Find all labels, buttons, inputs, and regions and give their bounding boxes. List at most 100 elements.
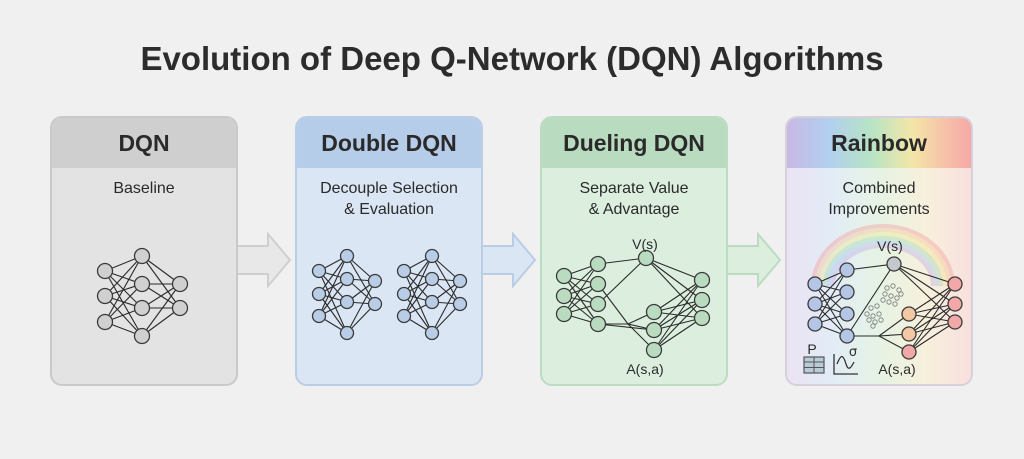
value-label: V(s) (632, 236, 658, 252)
node (424, 271, 440, 287)
description-line: Decouple Selection (320, 180, 458, 197)
node (171, 275, 189, 293)
edge (403, 278, 433, 317)
node (637, 249, 655, 267)
node (96, 262, 114, 280)
distribution-dot (874, 303, 880, 309)
edge (846, 263, 895, 337)
panel-rainbow: Rainbow Combined Improvements V(s) A(s,a… (785, 116, 973, 386)
arrow-right-icon (483, 232, 537, 288)
diagram-title: Evolution of Deep Q-Network (DQN) Algori… (140, 40, 884, 77)
edge (814, 269, 848, 305)
distribution-dot (892, 301, 898, 307)
edge (318, 278, 348, 317)
distribution-dot (864, 311, 870, 317)
edge (141, 283, 181, 337)
edge (597, 283, 629, 325)
edge (431, 280, 461, 334)
distribution-dot (878, 317, 884, 323)
edge (104, 283, 143, 323)
node (96, 287, 114, 305)
node (901, 326, 917, 342)
description-line: Improvements (828, 201, 930, 218)
value-label: V(s) (877, 238, 903, 254)
description-line: Separate Value (579, 180, 689, 197)
node (452, 273, 468, 289)
panel-dqn-title: DQN (52, 118, 236, 168)
node (807, 296, 823, 312)
panel-rainbow-title: Rainbow (787, 118, 971, 168)
distribution-dot (888, 293, 894, 299)
edge (645, 257, 703, 281)
distribution-dot (884, 285, 890, 291)
distribution-dot (896, 287, 902, 293)
node (452, 296, 468, 312)
edge (563, 263, 599, 315)
distribution-dot (868, 305, 874, 311)
edge (814, 269, 848, 325)
edge (653, 317, 703, 331)
node (339, 248, 355, 264)
neural-network-icon (96, 247, 189, 345)
distribution-dot (872, 319, 878, 325)
node (555, 267, 573, 285)
node (589, 255, 607, 273)
node (807, 276, 823, 292)
node (555, 287, 573, 305)
edge (403, 255, 433, 317)
edge (104, 255, 143, 323)
edge (908, 321, 956, 335)
node (645, 341, 663, 359)
node (339, 294, 355, 310)
node (96, 313, 114, 331)
node (947, 296, 963, 312)
node (133, 327, 151, 345)
node (645, 321, 663, 339)
node (311, 286, 327, 302)
node (133, 275, 151, 293)
edge (318, 270, 348, 334)
panel-double-dqn-title: Double DQN (297, 118, 481, 168)
edge (346, 280, 376, 334)
rainbow-arc-icon (811, 224, 955, 287)
node (901, 344, 917, 360)
panel-dqn: DQN Baseline (50, 116, 238, 386)
description-line: Combined (842, 180, 916, 197)
edge (597, 257, 647, 305)
edge (893, 263, 956, 305)
distribution-dot (876, 311, 882, 317)
node (311, 308, 327, 324)
edge (645, 257, 703, 301)
edge (653, 299, 703, 351)
edge (653, 279, 703, 313)
node (839, 328, 855, 344)
node (589, 295, 607, 313)
panel-rainbow-description: Combined Improvements (787, 178, 971, 220)
node (901, 306, 917, 322)
edge (653, 279, 703, 331)
panel-dueling-dqn-title: Dueling DQN (542, 118, 726, 168)
node (555, 305, 573, 323)
edge (908, 313, 956, 323)
neural-network-icon (311, 248, 468, 341)
edge (645, 257, 703, 319)
distribution-dot (890, 283, 896, 289)
node (589, 275, 607, 293)
edge (893, 263, 956, 285)
node (693, 309, 711, 327)
arrow-right-icon (728, 232, 782, 288)
node (396, 308, 412, 324)
priority-table-icon: P (803, 341, 825, 374)
node (171, 299, 189, 317)
panel-dueling-dqn-description: Separate Value & Advantage (542, 178, 726, 220)
distribution-dot (870, 313, 876, 319)
advantage-label: A(s,a) (626, 361, 663, 377)
node (947, 314, 963, 330)
description-line: & Advantage (588, 201, 680, 218)
node (367, 273, 383, 289)
description-line: & Evaluation (344, 201, 434, 218)
distribution-dot (886, 299, 892, 305)
distribution-dot (880, 297, 886, 303)
node (311, 263, 327, 279)
edge (597, 323, 655, 331)
